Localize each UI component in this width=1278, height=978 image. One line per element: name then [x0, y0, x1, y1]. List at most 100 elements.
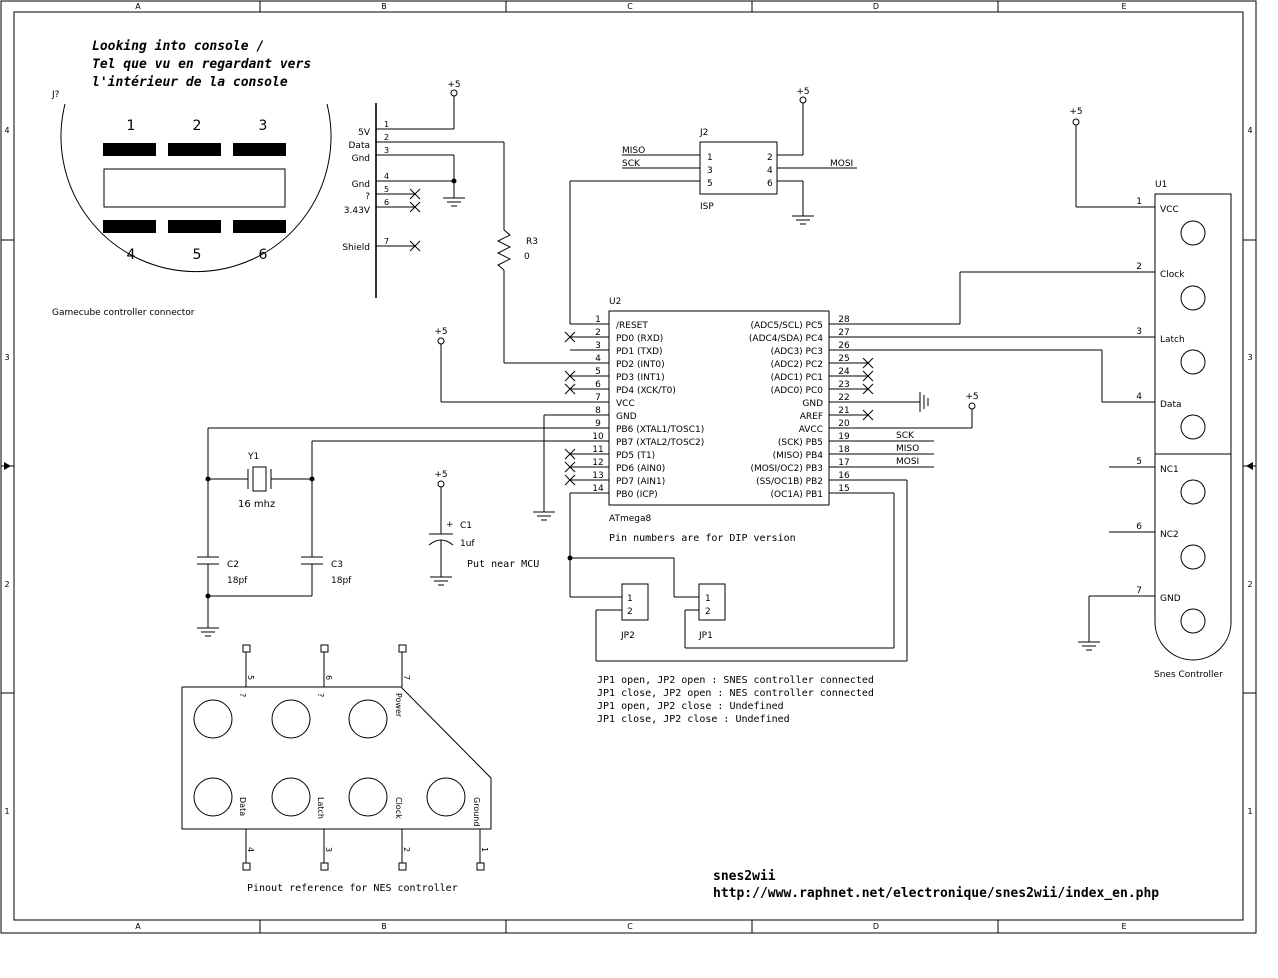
mcu-left-pin-name: PD2 (INT0) — [616, 360, 665, 370]
c2-ground-symbol — [196, 619, 220, 637]
nes-bottom-pin-pad — [476, 862, 485, 871]
nes-bottom-pin-number: 2 — [402, 847, 411, 852]
jp-note-2: JP1 close, JP2 open : NES controller con… — [597, 688, 874, 699]
nes-top-pin-number: 7 — [402, 675, 411, 680]
mcu-left-pin-number: 3 — [595, 341, 601, 351]
col-label-e: E — [1121, 2, 1126, 11]
mcu-right-pin-number: 18 — [838, 445, 850, 455]
col-label-b: B — [381, 2, 387, 11]
nes-top-pin-pad — [398, 644, 407, 653]
gc-pin-bar-6 — [233, 220, 286, 233]
nes-top-pin-number: 5 — [246, 675, 255, 680]
nes-top-pin-pad — [242, 644, 251, 653]
gamecube-connector-schematic: +5 5V Data Gnd Gnd ? 3.43V Shield 1 2 3 … — [342, 80, 505, 298]
mcu-vcc-plus5-symbol — [437, 337, 445, 345]
y1-value: 16 mhz — [238, 499, 275, 510]
gc-connector-outline — [60, 103, 332, 273]
y1-ref: Y1 — [247, 452, 259, 462]
no-connect-mark — [564, 448, 576, 460]
nes-bottom-pin-number: 3 — [324, 847, 333, 852]
mcu-right-pin-number: 24 — [838, 367, 850, 377]
snes-pin-hole-7 — [1180, 608, 1206, 634]
isp-header-j2: J2 ISP 1 2 3 4 5 6 MISO SCK +5 MOSI — [569, 87, 857, 324]
mcu-body — [608, 310, 830, 506]
snes-pin-number: 5 — [1136, 457, 1142, 467]
snes-pin-number: 2 — [1136, 262, 1142, 272]
mcu-left-pin-name: PD1 (TXD) — [616, 347, 663, 357]
row-label-3-right: 3 — [1247, 353, 1252, 362]
row-label-4-right: 4 — [1247, 126, 1252, 135]
mcu-ref: U2 — [609, 297, 621, 307]
mcu-right-pin-number: 28 — [838, 315, 850, 325]
mcu-left-pin-number: 13 — [592, 471, 603, 481]
snes-body — [1154, 193, 1232, 661]
row-label-2: 2 — [4, 580, 9, 589]
mcu-right-pin-name: (ADC2) PC2 — [771, 360, 823, 370]
mcu-avcc-plus5-label: +5 — [965, 392, 978, 402]
mcu-left-pin-name: PD7 (AIN1) — [616, 477, 665, 487]
snes-pin-number: 4 — [1136, 392, 1142, 402]
c3-ref: C3 — [331, 560, 343, 570]
nes-top-pin-pad — [320, 644, 329, 653]
no-connect-mark — [564, 370, 576, 382]
no-connect-mark — [862, 370, 874, 382]
gc-pin-label-gnd-3: Gnd — [352, 154, 370, 164]
mcu-right-pin-number: 27 — [838, 328, 849, 338]
mcu-left-pin-name: /RESET — [616, 321, 648, 331]
gc-title-line-1: Looking into console / — [92, 39, 264, 54]
c1-ground-symbol — [429, 568, 453, 586]
mcu-right-pin-name: AVCC — [799, 425, 823, 435]
snes-pin-hole-2 — [1180, 285, 1206, 311]
mcu-net-miso: MISO — [896, 444, 919, 454]
jp1-label: JP1 — [698, 631, 713, 641]
mcu-part: ATmega8 — [609, 514, 651, 524]
mcu-right-pin-name: (SCK) PB5 — [778, 438, 823, 448]
nes-top-pin-label: ? — [316, 693, 325, 697]
capacitor-c1: +5 + C1 1uf Put near MCU — [428, 470, 539, 586]
isp-pin-2: 2 — [767, 153, 773, 163]
c1-ref: C1 — [460, 521, 472, 531]
mcu-right-pin-name: (OC1A) PB1 — [771, 490, 823, 500]
nes-hole-4 — [193, 777, 233, 817]
snes-pin-number: 6 — [1136, 522, 1142, 532]
mcu-wiring: +5 +5 SCK MISO MOSI — [208, 271, 1155, 662]
snes-pin-label: Clock — [1160, 270, 1185, 280]
gc-pin-num-4: 4 — [127, 247, 136, 263]
isp-net-sck: SCK — [622, 159, 641, 169]
no-connect-mark — [862, 409, 874, 421]
gc-pin-3: 3 — [384, 146, 389, 155]
isp-net-mosi: MOSI — [830, 159, 853, 169]
mcu-right-pin-name: GND — [802, 399, 823, 409]
mcu-left-pin-name: PB7 (XTAL2/TOSC2) — [616, 438, 704, 448]
snes-caption: Snes Controller — [1154, 670, 1223, 680]
mcu-left-pin-number: 7 — [595, 393, 601, 403]
mcu-left-pin-number: 10 — [592, 432, 604, 442]
c1-note: Put near MCU — [467, 559, 539, 570]
jumpers: 1 2 JP2 1 2 JP1 JP1 open, JP2 open : SNE… — [597, 583, 874, 725]
nes-bottom-pin-label: Ground — [472, 797, 481, 826]
no-connect-mark — [564, 461, 576, 473]
c1-value: 1uf — [460, 539, 475, 549]
mcu-left-pin-name: PD4 (XCK/T0) — [616, 386, 676, 396]
mcu-left-pin-number: 11 — [592, 445, 603, 455]
no-connect-mark — [862, 383, 874, 395]
mcu-left-pin-number: 9 — [595, 419, 601, 429]
gc-pin-num-3: 3 — [259, 118, 268, 134]
gc-pin-bar-1 — [103, 143, 156, 156]
snes-pin-number: 1 — [1136, 197, 1142, 207]
mcu-left-pin-number: 12 — [592, 458, 603, 468]
c1-plus5-symbol — [437, 480, 445, 488]
gc-ref: J? — [51, 90, 60, 100]
isp-ground-symbol — [791, 207, 815, 225]
mcu-left-pin-number: 2 — [595, 328, 601, 338]
gc-pin-label-data: Data — [349, 141, 371, 151]
nes-hole-1 — [426, 777, 466, 817]
mcu-vcc-plus5-label: +5 — [434, 327, 447, 337]
col-label-d: D — [873, 2, 879, 11]
nes-bottom-pin-pad — [242, 862, 251, 871]
jp1-body — [698, 583, 726, 621]
isp-ref: J2 — [699, 128, 708, 138]
